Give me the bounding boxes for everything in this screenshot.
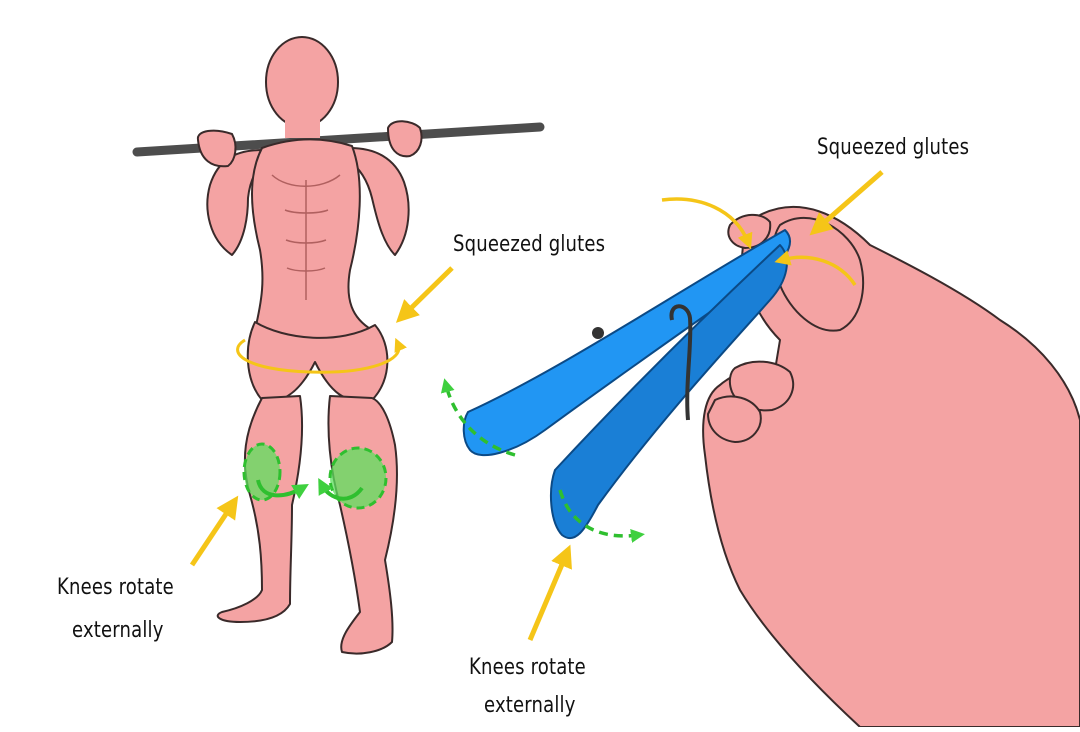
knees-rotate-label-right-line1: Knees rotate bbox=[469, 655, 586, 680]
glutes-arrow-left bbox=[395, 266, 454, 323]
right-knee-highlight bbox=[328, 446, 388, 510]
knees-rotate-label-left-line1: Knees rotate bbox=[57, 575, 174, 600]
clothespin-lower-rotation-arrow bbox=[558, 489, 645, 543]
clothespin bbox=[462, 229, 791, 540]
torso bbox=[251, 138, 373, 345]
muscle-lines bbox=[271, 174, 341, 300]
knees-arrow-left bbox=[189, 495, 239, 567]
knees-rotate-label-right-line2: externally bbox=[484, 693, 576, 718]
head bbox=[265, 36, 339, 128]
left-leg bbox=[216, 395, 304, 623]
right-leg bbox=[327, 395, 398, 655]
clothespin-upper-rotation-arrow bbox=[440, 378, 516, 457]
hip-rotation-arrow bbox=[236, 337, 407, 374]
right-arm bbox=[347, 147, 410, 256]
squeezed-glutes-label-right: Squeezed glutes bbox=[817, 135, 970, 160]
pin-squeeze-arrow-right bbox=[774, 250, 857, 286]
left-knee-highlight bbox=[242, 442, 282, 502]
left-knee-rotation-arrow bbox=[256, 479, 309, 499]
squat-figure bbox=[132, 36, 545, 655]
knees-rotate-label-left-line2: externally bbox=[72, 618, 164, 643]
right-hand bbox=[387, 120, 423, 158]
hand bbox=[702, 206, 1080, 728]
knees-arrow-right bbox=[527, 544, 572, 641]
glutes-arrow-right bbox=[809, 170, 884, 236]
pin-squeeze-arrow-top bbox=[661, 197, 753, 250]
right-knee-rotation-arrow bbox=[318, 477, 364, 501]
left-hand bbox=[196, 129, 237, 168]
squeezed-glutes-label-left: Squeezed glutes bbox=[453, 232, 606, 257]
